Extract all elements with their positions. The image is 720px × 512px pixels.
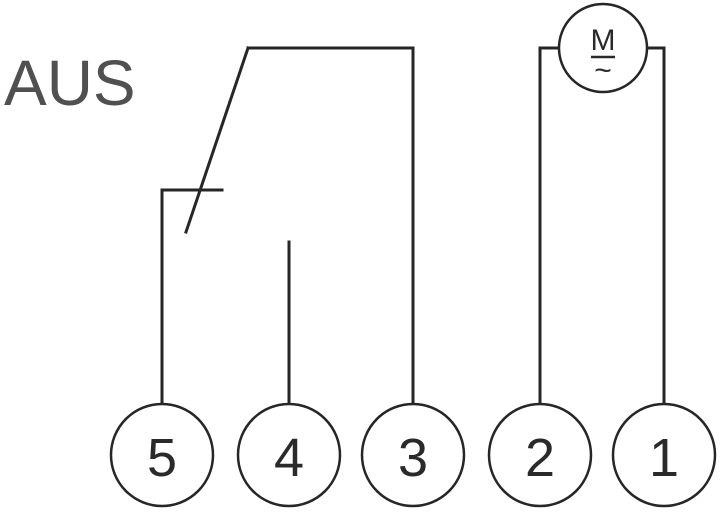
motor-circle <box>557 2 649 94</box>
terminal-4: 4 <box>236 402 342 508</box>
terminal-5: 5 <box>109 402 215 508</box>
terminal-4-circle <box>236 402 342 508</box>
terminal-2: 2 <box>487 402 593 508</box>
wire-terminal-1 <box>644 46 666 406</box>
terminal-1-label: 1 <box>649 428 679 488</box>
wire-terminal-2 <box>538 46 562 406</box>
terminal-1-circle <box>611 402 717 508</box>
terminal-3-label: 3 <box>398 428 428 488</box>
terminal-1: 1 <box>611 402 717 508</box>
motor-letter: M <box>591 24 616 57</box>
terminal-3-circle <box>360 402 466 508</box>
motor-symbol: M ~ <box>557 2 649 94</box>
terminal-3: 3 <box>360 402 466 508</box>
switch-contact <box>160 46 415 406</box>
motor-ac-symbol: ~ <box>594 54 612 87</box>
terminal-5-circle <box>109 402 215 508</box>
terminal-2-label: 2 <box>525 428 555 488</box>
terminal-2-circle <box>487 402 593 508</box>
motor-wiring <box>538 46 666 406</box>
wire-terminal-5 <box>160 188 224 406</box>
terminal-4-label: 4 <box>274 428 304 488</box>
terminal-5-label: 5 <box>147 428 177 488</box>
switch-blade <box>184 46 250 234</box>
switch-label: AUS <box>4 47 136 119</box>
wire-terminal-3 <box>246 46 415 406</box>
